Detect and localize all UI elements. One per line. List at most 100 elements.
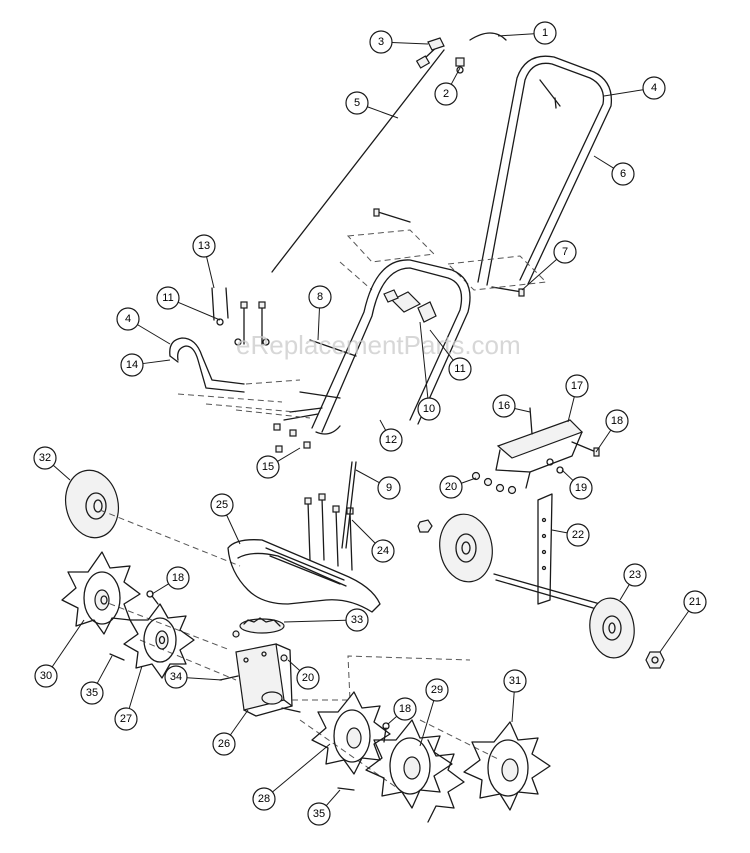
callout-circle bbox=[33, 446, 57, 470]
callout-circle bbox=[642, 76, 666, 100]
leader-line bbox=[461, 477, 477, 484]
callout-21: 21 bbox=[659, 590, 707, 653]
small-nut bbox=[417, 519, 433, 533]
bracket-10 bbox=[383, 289, 437, 323]
callout-15: 15 bbox=[256, 447, 301, 479]
callout-12: 12 bbox=[379, 419, 403, 452]
callout-circle bbox=[192, 234, 216, 258]
callout-25: 25 bbox=[210, 493, 241, 545]
bolt-7 bbox=[491, 286, 525, 297]
leader-line bbox=[229, 709, 249, 736]
wheel-arm-22 bbox=[493, 493, 601, 611]
callout-circle bbox=[566, 523, 590, 547]
callout-7: 7 bbox=[521, 240, 577, 291]
leader-line bbox=[283, 619, 347, 623]
leader-line bbox=[355, 469, 380, 484]
tine-30 bbox=[61, 551, 141, 635]
callout-number: 7 bbox=[562, 246, 568, 258]
callout-circle bbox=[116, 307, 140, 331]
callout-circle bbox=[448, 357, 472, 381]
callout-14: 14 bbox=[120, 353, 171, 377]
leader-line bbox=[351, 519, 376, 544]
leader-line bbox=[277, 447, 301, 462]
pin-35-bottom bbox=[337, 787, 355, 791]
callout-number: 10 bbox=[423, 403, 435, 415]
callout-number: 19 bbox=[575, 482, 587, 494]
callout-33: 33 bbox=[283, 608, 369, 632]
leader-line bbox=[567, 396, 575, 423]
callout-circle bbox=[166, 566, 190, 590]
callout-circle bbox=[120, 353, 144, 377]
leader-line bbox=[96, 655, 113, 684]
bolts-13 bbox=[211, 287, 270, 346]
callout-13: 13 bbox=[192, 234, 216, 289]
callout-number: 32 bbox=[39, 452, 51, 464]
callout-circle bbox=[296, 666, 320, 690]
callout-circle bbox=[503, 669, 527, 693]
callout-number: 8 bbox=[317, 291, 323, 303]
callout-circle bbox=[210, 493, 234, 517]
callout-circle bbox=[425, 678, 449, 702]
nut-21 bbox=[645, 651, 665, 669]
callout-circle bbox=[569, 476, 593, 500]
callout-circle bbox=[252, 787, 276, 811]
callout-number: 23 bbox=[629, 569, 641, 581]
callout-circle bbox=[371, 539, 395, 563]
leader-line bbox=[511, 691, 515, 723]
wheel-bracket-17 bbox=[495, 407, 600, 489]
gearbox-26 bbox=[219, 630, 301, 717]
callout-number: 2 bbox=[443, 88, 449, 100]
callout-number: 18 bbox=[399, 703, 411, 715]
leader-line bbox=[177, 301, 221, 321]
leader-line bbox=[128, 665, 143, 709]
leader-line bbox=[450, 67, 461, 85]
callout-3: 3 bbox=[369, 30, 429, 54]
callout-circle bbox=[345, 91, 369, 115]
callout-number: 4 bbox=[125, 313, 131, 325]
callout-number: 11 bbox=[454, 363, 465, 375]
callout-circle bbox=[212, 732, 236, 756]
callout-number: 21 bbox=[689, 596, 701, 608]
callout-number: 9 bbox=[386, 482, 392, 494]
callout-34: 34 bbox=[164, 665, 223, 689]
callout-9: 9 bbox=[355, 469, 401, 500]
leader-line bbox=[51, 619, 85, 668]
tine-31 bbox=[463, 721, 551, 811]
bolt-8 bbox=[309, 339, 357, 357]
callout-circle bbox=[605, 409, 629, 433]
callout-circle bbox=[533, 21, 557, 45]
gear-33 bbox=[239, 617, 285, 634]
lower-handle-12 bbox=[283, 259, 471, 435]
callout-circle bbox=[377, 476, 401, 500]
callout-23: 23 bbox=[619, 563, 647, 601]
callout-circle bbox=[307, 802, 331, 826]
callout-circle bbox=[379, 428, 403, 452]
callout-35: 35 bbox=[307, 789, 341, 826]
callout-18: 18 bbox=[387, 697, 417, 725]
callout-circle bbox=[434, 82, 458, 106]
callout-number: 30 bbox=[40, 670, 52, 682]
callout-number: 29 bbox=[431, 684, 443, 696]
leader-line bbox=[52, 464, 71, 481]
leader-line bbox=[186, 677, 223, 681]
callout-10: 10 bbox=[417, 321, 441, 421]
pin-35-left bbox=[109, 653, 125, 661]
tine-28 bbox=[311, 691, 391, 775]
leader-line bbox=[391, 41, 429, 45]
leader-line bbox=[317, 307, 320, 341]
nuts-20-upper bbox=[471, 471, 517, 495]
callout-number: 34 bbox=[170, 671, 182, 683]
leader-line bbox=[595, 429, 612, 453]
rod-9 bbox=[341, 461, 357, 549]
callout-number: 13 bbox=[198, 240, 210, 252]
callout-28: 28 bbox=[252, 743, 331, 811]
leader-line bbox=[379, 419, 387, 431]
leader-line bbox=[603, 89, 644, 97]
callout-6: 6 bbox=[593, 155, 635, 186]
leader-line bbox=[387, 715, 398, 725]
callout-number: 35 bbox=[86, 687, 98, 699]
leader-line bbox=[325, 789, 341, 807]
leader-line bbox=[521, 258, 558, 291]
throttle-cable bbox=[271, 32, 507, 273]
callout-1: 1 bbox=[497, 21, 557, 45]
